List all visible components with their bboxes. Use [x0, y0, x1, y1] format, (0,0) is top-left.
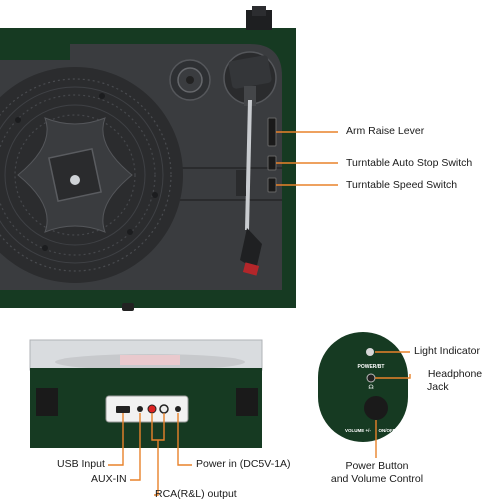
lid-hinge	[246, 6, 272, 30]
power-button-label: Power Button and Volume Control	[330, 460, 424, 486]
power-bt-label: POWER/BT	[358, 364, 385, 370]
aux-in-label: AUX-IN	[91, 473, 127, 485]
rca-left-port[interactable]	[147, 404, 157, 414]
power-button-label-line1: Power Button	[345, 460, 409, 472]
auto-stop-switch[interactable]	[267, 155, 277, 171]
power-in-label: Power in (DC5V-1A)	[196, 458, 291, 470]
light-indicator	[366, 348, 374, 356]
auto-stop-switch-label: Turntable Auto Stop Switch	[346, 157, 473, 169]
headphone-jack-label-line1: Headphone	[427, 368, 483, 380]
speed-switch[interactable]	[267, 177, 277, 193]
on-off-label: ON/OFF	[379, 428, 396, 433]
usb-port[interactable]	[116, 406, 130, 413]
headphone-jack-label: Headphone Jack	[410, 368, 500, 394]
arm-raise-lever[interactable]	[267, 117, 277, 147]
headphone-jack-label-line2: Jack	[427, 381, 449, 393]
aux-port[interactable]	[137, 406, 143, 412]
volume-label: VOLUME +/-	[345, 428, 371, 433]
headphone-icon: ☊	[368, 384, 373, 391]
volume-knob-edge	[122, 303, 134, 311]
dc-power-port[interactable]	[175, 406, 181, 412]
speed-switch-label: Turntable Speed Switch	[346, 179, 458, 191]
tonearm[interactable]	[223, 51, 277, 276]
arm-raise-lever-label: Arm Raise Lever	[346, 125, 425, 137]
platter	[0, 67, 183, 283]
turntable-front-view	[29, 339, 263, 496]
usb-input-label: USB Input	[57, 458, 105, 470]
side-control-panel: POWER/BT ☊ VOLUME +/- ON/OFF	[318, 332, 411, 458]
power-button-label-line2: and Volume Control	[330, 473, 424, 485]
rear-port-panel	[105, 395, 189, 423]
record-adapter	[169, 59, 211, 101]
turntable-top-view	[0, 6, 338, 311]
spindle	[70, 175, 80, 185]
power-volume-knob[interactable]	[364, 396, 388, 420]
rca-right-port[interactable]	[159, 404, 169, 414]
light-indicator-label: Light Indicator	[414, 345, 480, 357]
headphone-jack[interactable]	[366, 373, 376, 383]
rca-output-label: RCA(R&L) output	[155, 488, 237, 500]
